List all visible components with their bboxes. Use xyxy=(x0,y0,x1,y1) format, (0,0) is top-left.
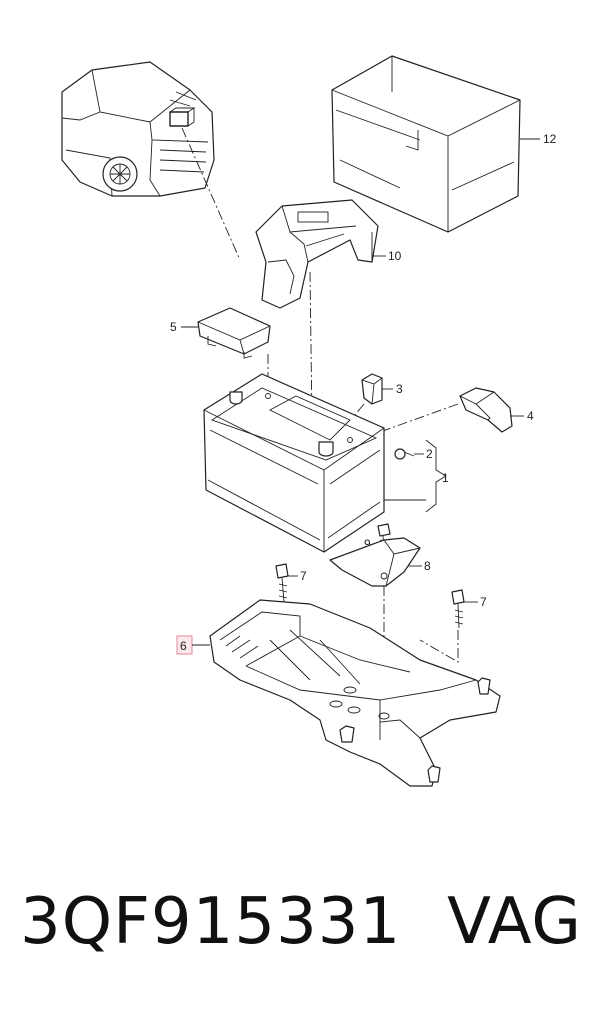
mounting-bolt-left xyxy=(275,563,289,603)
mounting-bolt-right xyxy=(451,589,465,629)
battery-location-marker xyxy=(169,111,189,127)
battery-bracket xyxy=(255,199,379,309)
brand-label: VAG xyxy=(447,885,582,959)
battery-exploded-diagram: 12 10 5 3 4 xyxy=(61,55,557,787)
locator-line xyxy=(181,127,241,261)
battery xyxy=(203,373,385,553)
callout-9: 9 xyxy=(364,537,371,551)
callout-1: 1 xyxy=(442,471,449,485)
callout-7a: 7 xyxy=(300,569,307,583)
battery-tray xyxy=(209,599,501,787)
battery-cover-box xyxy=(331,55,521,233)
callout-7b: 7 xyxy=(480,595,487,609)
bracket-1-group xyxy=(425,439,447,513)
callout-8: 8 xyxy=(424,559,431,573)
vehicle-sketch xyxy=(61,61,215,197)
callout-3: 3 xyxy=(396,382,403,396)
terminal-cover-cap xyxy=(197,307,271,359)
callout-2: 2 xyxy=(426,447,433,461)
callout-5: 5 xyxy=(170,320,177,334)
cable-guide-cover xyxy=(459,387,513,433)
callout-10: 10 xyxy=(388,249,402,263)
terminal-bolt xyxy=(394,448,415,460)
hold-down-clamp xyxy=(329,537,421,587)
callout-4: 4 xyxy=(527,409,534,423)
part-number: 3QF915331 xyxy=(20,885,402,959)
callout-12: 12 xyxy=(543,132,557,146)
terminal-clip xyxy=(361,373,383,405)
callout-6: 6 xyxy=(180,639,187,653)
